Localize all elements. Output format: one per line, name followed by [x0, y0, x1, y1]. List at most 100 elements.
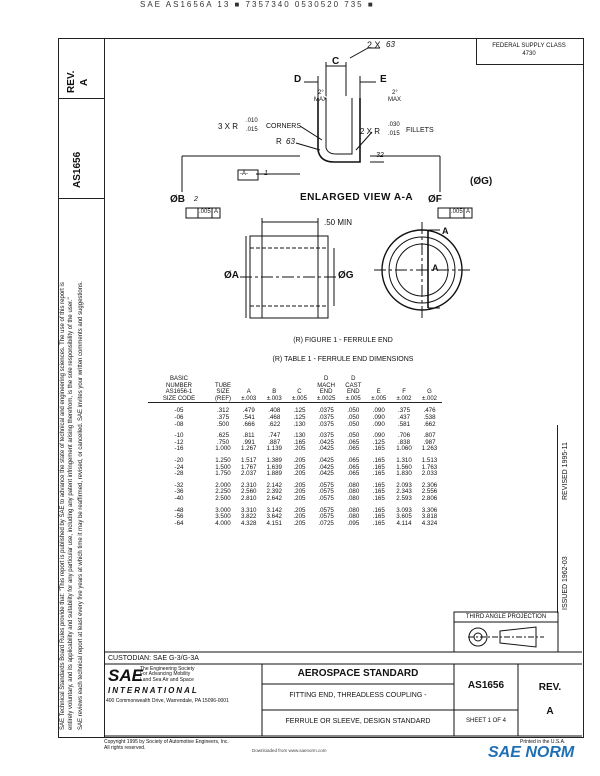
table-header-line: END: [319, 389, 333, 396]
table-header-line: ±.002: [396, 395, 412, 402]
table-cell: .165: [372, 481, 385, 489]
r-label: R: [276, 137, 282, 146]
table-cell: .080: [347, 506, 360, 514]
table-cell: .080: [347, 488, 360, 496]
table-cell: -40: [174, 494, 184, 502]
table-cell: .165: [372, 445, 385, 453]
table-cell: 4.000: [215, 519, 231, 527]
table-header-line: END: [346, 389, 360, 396]
table-cell: 3.306: [421, 506, 438, 514]
table-cell: .0725: [318, 519, 334, 527]
table-cell: 2.306: [421, 481, 438, 489]
title-line-1: FITTING END, THREADLESS COUPLING -: [289, 692, 427, 699]
table-cell: .312: [216, 407, 230, 415]
table-cell: .050: [347, 432, 360, 440]
table-cell: -36: [174, 488, 184, 496]
table-cell: 1.517: [241, 456, 257, 464]
table-row: -12.750.991.887.165.0425.065.125.838.987: [148, 438, 442, 447]
table-cell: .165: [372, 488, 385, 496]
table-header-line: ±.003: [241, 395, 257, 402]
table-cell: .205: [293, 519, 306, 527]
diameter-g: ØG: [338, 270, 354, 281]
table-cell: -10: [174, 432, 184, 440]
label-d: D: [294, 74, 302, 85]
table-row: -08.500.666.622.130.0375.050.090.581.662: [148, 420, 442, 429]
custodian: CUSTODIAN: SAE G-3/G-3A: [108, 655, 199, 662]
table-cell: .205: [293, 481, 306, 489]
table-header-line: AS1656-1: [165, 389, 193, 396]
table-cell: .375: [398, 407, 411, 415]
table-cell: .050: [347, 407, 360, 415]
table-cell: .476: [423, 407, 436, 415]
table-cell: 1.250: [215, 456, 231, 464]
table-header-cell: F±.002: [391, 376, 417, 404]
table-cell: .0425: [318, 445, 334, 453]
angle-right: 2°: [392, 90, 398, 96]
table-cell: .0375: [318, 420, 334, 428]
fillets-lower: .015: [388, 131, 400, 137]
table-cell: .165: [293, 438, 306, 446]
fillets-label: FILLETS: [406, 127, 434, 134]
download-note: Downloaded from www.saenorm.com: [252, 748, 327, 753]
table-header-line: D: [323, 376, 329, 382]
table-cell: 3.093: [396, 506, 412, 514]
sae-tagline-2: For Advancing Mobility: [140, 671, 191, 678]
table-cell: 1.513: [421, 456, 438, 464]
tol-f-value: .005: [451, 209, 463, 215]
top-header-strip: SAE AS1656A 13 ■ 7357340 0530520 735 ■: [140, 0, 375, 9]
federal-supply-box: [476, 38, 583, 65]
table-cell: 2.033: [421, 470, 438, 478]
table-cell: .0575: [318, 506, 334, 514]
drawing-frame: [104, 38, 584, 738]
table-cell: .479: [242, 407, 255, 415]
table-header-line: G: [427, 389, 432, 396]
table-cell: -08: [174, 420, 184, 428]
table-cell: 1.389: [266, 456, 282, 464]
dim-2x-label: 2 X: [367, 40, 381, 50]
angle-left: 2°: [318, 90, 324, 96]
table-row: -05.312.479.408.125.0375.050.090.375.476: [148, 408, 442, 415]
table-cell: 2.392: [266, 488, 282, 496]
table-cell: -20: [174, 456, 184, 464]
table-cell: .500: [216, 420, 230, 428]
table-header-line: (REF): [215, 395, 231, 402]
table-cell: .375: [216, 413, 230, 421]
table-cell: .706: [398, 432, 411, 440]
table-cell: .991: [242, 438, 255, 446]
side-rev-box: [58, 38, 104, 99]
table-cell: .205: [293, 463, 306, 471]
table-cell: 3.818: [421, 513, 438, 521]
table-cell: 1.639: [266, 463, 282, 471]
table-header-cell: B±.003: [261, 376, 287, 404]
table-cell: 1.763: [421, 463, 438, 471]
table-cell: 2.000: [215, 481, 231, 489]
federal-supply-value: 4730: [522, 51, 536, 57]
table-cell: .807: [423, 432, 436, 440]
table-cell: .065: [347, 456, 360, 464]
table-header-line: E: [376, 389, 381, 396]
table-header-line: NUMBER: [165, 382, 192, 389]
table-cell: -64: [174, 519, 184, 527]
datum-a: -A-: [240, 171, 248, 177]
table-cell: 3.642: [266, 513, 282, 521]
table-cell: .581: [398, 420, 411, 428]
corners-lower: .015: [246, 127, 258, 133]
table-cell: 3.500: [215, 513, 231, 521]
table-row: -10.625.811.747.130.0375.050.090.706.807: [148, 433, 442, 440]
table-cell: .0575: [318, 513, 334, 521]
table-cell: .0575: [318, 481, 334, 489]
table-cell: .0425: [318, 463, 334, 471]
diameter-g-paren: (ØG): [470, 176, 493, 187]
table-cell: .205: [293, 445, 306, 453]
table-cell: .205: [293, 470, 306, 478]
table-header-line: A: [246, 389, 251, 396]
